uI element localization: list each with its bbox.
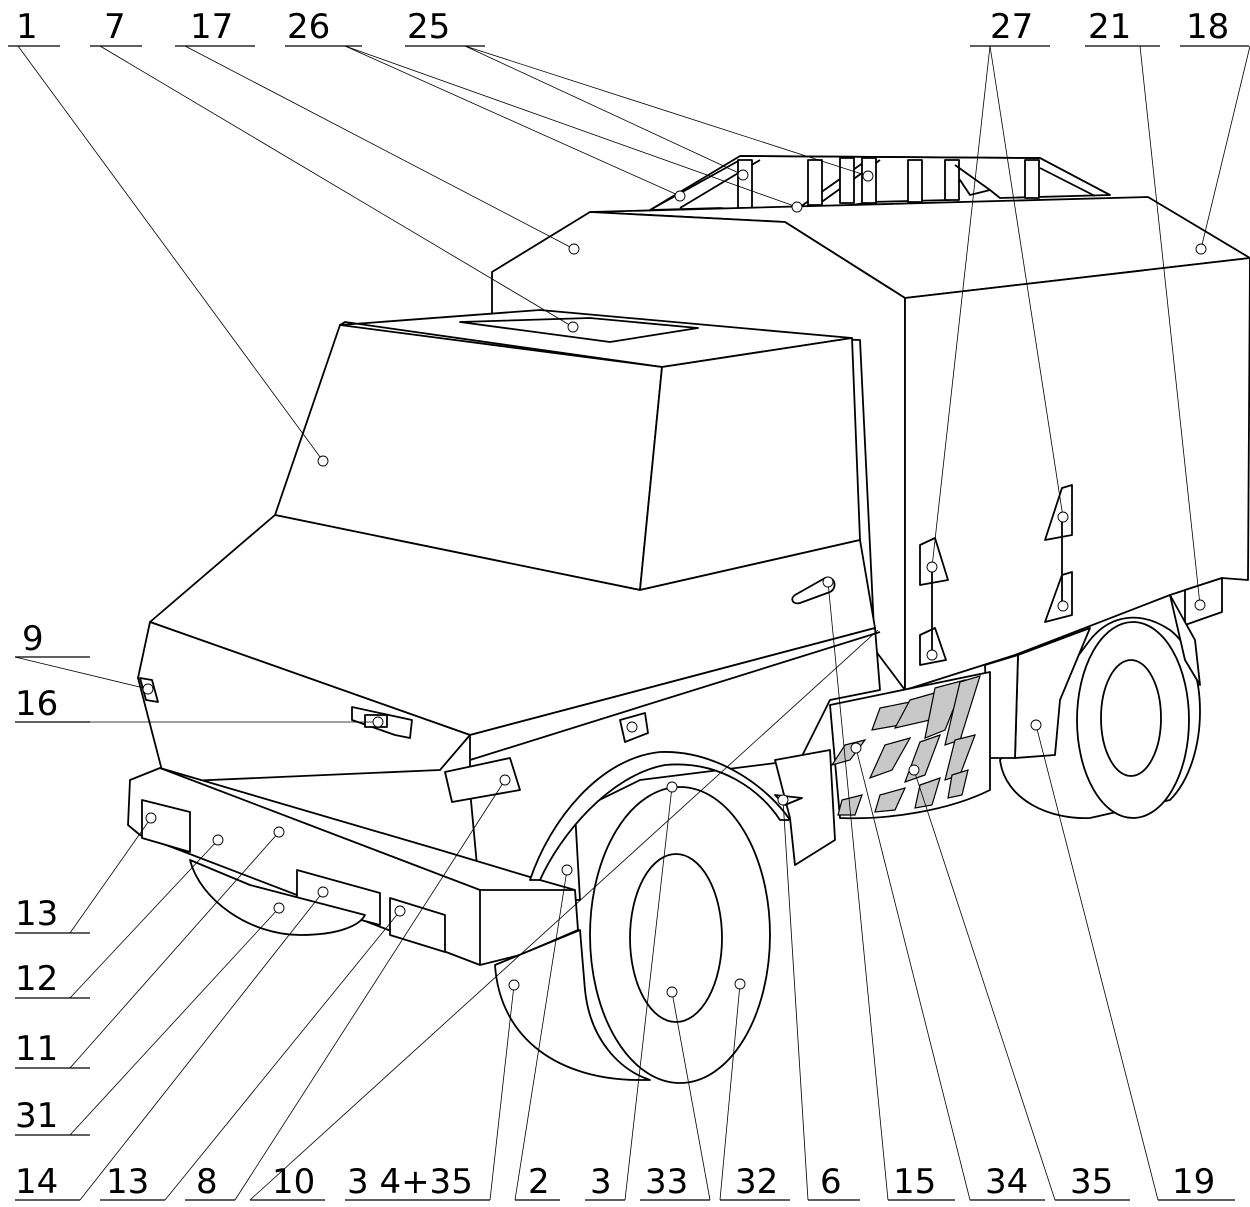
label-top-18: 18 (1186, 7, 1229, 47)
latch-1 (919, 537, 949, 586)
leader-lines (14, 45, 1250, 1201)
label-left-11: 11 (15, 1029, 58, 1069)
label-left-12: 12 (15, 959, 58, 999)
cab (137, 309, 881, 901)
label-top-21: 21 (1088, 7, 1131, 47)
label-bottom-34-35: 3 4+35 (347, 1162, 473, 1202)
bumper-lamp-left (141, 799, 191, 853)
label-bottom-32: 32 (735, 1162, 778, 1202)
leader-dots (142, 169, 1207, 998)
label-bottom-35: 35 (1070, 1162, 1113, 1202)
label-bottom-13: 13 (106, 1162, 149, 1202)
label-bottom-10: 10 (272, 1162, 315, 1202)
label-top-26: 26 (287, 7, 330, 47)
wheel-well-bracket (774, 749, 836, 866)
label-bottom-3: 3 (590, 1162, 612, 1202)
cab-front-face (137, 621, 471, 783)
label-left-31: 31 (15, 1096, 58, 1136)
top-labels: 1 7 17 26 25 27 21 18 (8, 7, 1249, 47)
front-wheel-left (189, 859, 366, 936)
roof-rack (649, 155, 1111, 215)
label-left-9: 9 (22, 619, 44, 659)
label-bottom-19: 19 (1172, 1162, 1215, 1202)
bumper-plate (296, 869, 381, 926)
front-bumper (127, 767, 579, 966)
label-top-27: 27 (990, 7, 1033, 47)
label-top-17: 17 (190, 7, 233, 47)
label-bottom-14: 14 (15, 1162, 58, 1202)
label-left-16: 16 (15, 684, 58, 724)
front-wheel-right (494, 749, 836, 1084)
label-top-7: 7 (104, 7, 126, 47)
lower-bracket (444, 757, 521, 803)
latch-3 (1044, 484, 1073, 541)
label-bottom-33: 33 (645, 1162, 688, 1202)
vehicle-drawing (127, 155, 1250, 1084)
label-left-13: 13 (15, 894, 58, 934)
label-bottom-34: 34 (985, 1162, 1028, 1202)
label-top-25: 25 (407, 7, 450, 47)
label-top-1: 1 (16, 7, 38, 47)
label-bottom-2: 2 (528, 1162, 550, 1202)
label-bottom-8: 8 (196, 1162, 218, 1202)
roof-hatch (459, 317, 699, 343)
latch-2 (919, 627, 947, 666)
label-bottom-6: 6 (820, 1162, 842, 1202)
bottom-labels: 14 13 8 10 3 4+35 2 3 33 32 6 15 34 35 1… (15, 1162, 1235, 1202)
label-bottom-15: 15 (893, 1162, 936, 1202)
left-labels: 9 16 13 12 11 31 (15, 619, 90, 1136)
